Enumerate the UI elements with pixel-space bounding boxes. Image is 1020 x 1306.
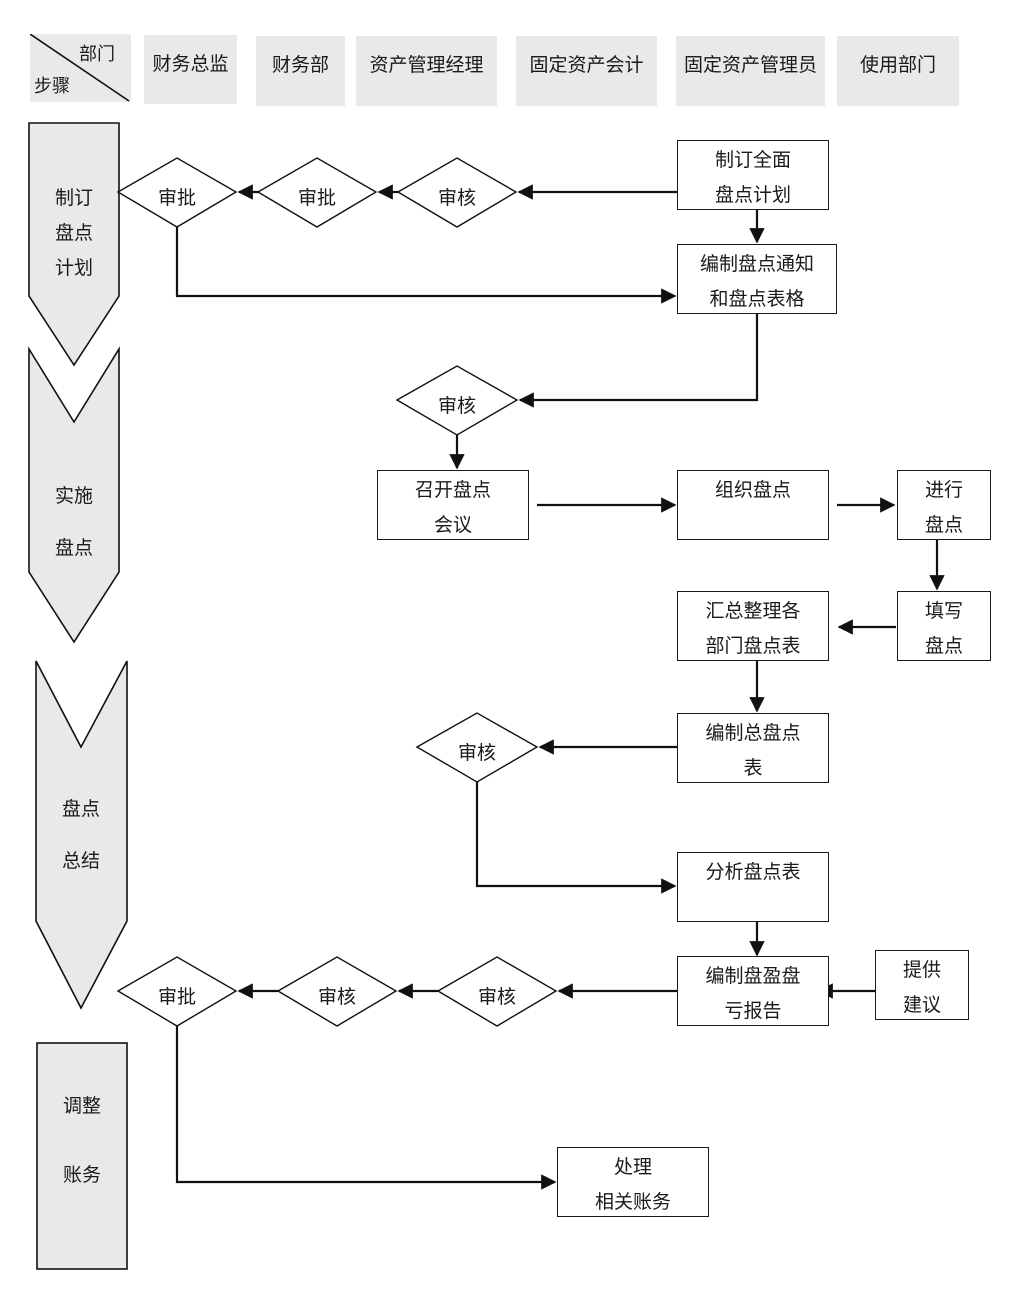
decision-report-approve-cfo [116,956,238,1027]
header-step-label: 步骤 [34,76,70,97]
box-line: 部门盘点表 [705,635,801,657]
process-total-sheet: 编制总盘点 表 [677,713,829,783]
stage-label-implement: 实施 盘点 [34,470,114,574]
stage-label-line: 账务 [62,1164,101,1186]
box-line: 处理 [613,1156,652,1178]
box-line: 制订全面 [714,149,791,171]
column-header-user-dept: 使用部门 [837,36,959,106]
corner-diagonal-divider [30,34,130,102]
decision-plan-review-mgr [396,157,518,228]
box-line: 填写 [924,600,963,622]
stage-label-line: 盘点 [54,222,93,244]
stage-label-line: 实施 [54,485,93,507]
box-line: 表 [743,757,763,779]
stage-label-line: 制订 [54,187,93,209]
decision-label: 审批 [157,986,196,1008]
box-line: 相关账务 [594,1191,671,1213]
box-line: 编制盘盈盘 [705,965,801,987]
decision-label: 审批 [157,187,196,209]
column-header-asset-accountant: 固定资产会计 [516,36,657,106]
arrow-approve-to-notice [175,227,677,304]
process-notice-forms: 编制盘点通知 和盘点表格 [677,244,837,314]
column-header-asset-manager: 资产管理经理 [356,36,497,106]
decision-plan-approve-fin [256,157,378,228]
decision-label: 审核 [477,986,516,1008]
stage-label-line: 盘点 [61,798,100,820]
decision-report-review-fin [276,956,398,1027]
column-header-asset-admin: 固定资产管理员 [676,36,825,106]
box-line: 分析盘点表 [705,861,801,883]
process-make-plan: 制订全面 盘点计划 [677,140,829,210]
box-line: 汇总整理各 [705,600,801,622]
stage-label-summary: 盘点 总结 [41,783,121,887]
box-line: 盘点计划 [714,184,791,206]
decision-label: 审核 [457,742,496,764]
box-line: 召开盘点 [414,479,491,501]
process-fill-in: 填写 盘点 [897,591,991,661]
box-line: 建议 [902,994,941,1016]
stage-arrow-implement [28,346,120,644]
process-meeting: 召开盘点 会议 [377,470,529,540]
arrow-approve-to-process [175,1026,557,1190]
process-summarize-dept: 汇总整理各 部门盘点表 [677,591,829,661]
stage-label-adjust: 调整 账务 [42,1072,122,1210]
box-line: 盘点 [924,635,963,657]
box-line: 进行 [924,479,963,501]
arrow-review-to-analyze [475,782,677,894]
process-suggest: 提供 建议 [875,950,969,1020]
box-line: 盘点 [924,514,963,536]
column-header-cfo: 财务总监 [144,35,237,104]
decision-notice-review-mgr [395,365,519,436]
process-conduct: 进行 盘点 [897,470,991,540]
box-line: 亏报告 [724,1000,782,1022]
decision-plan-approve-cfo [116,157,238,228]
stage-box-adjust [36,1042,128,1270]
header-department-label: 部门 [79,44,115,65]
process-handle-accounts: 处理 相关账务 [557,1147,709,1217]
box-line: 编制盘点通知 [699,253,814,275]
decision-report-review-mgr [436,956,558,1027]
stage-label-line: 调整 [62,1095,101,1117]
process-analyze: 分析盘点表 [677,852,829,922]
box-line: 编制总盘点 [705,722,801,744]
stage-label-line: 总结 [61,850,100,872]
box-line: 提供 [902,959,941,981]
decision-total-review-mgr [415,712,539,783]
process-report: 编制盘盈盘 亏报告 [677,956,829,1026]
arrow-notice-to-review [518,314,759,408]
decision-label: 审核 [437,187,476,209]
box-line: 会议 [433,514,472,536]
stage-arrow-plan [28,122,120,367]
stage-label-line: 计划 [54,257,93,279]
stage-label-line: 盘点 [54,537,93,559]
header-corner-cell: 部门 步骤 [30,34,131,102]
decision-label: 审批 [297,187,336,209]
stage-label-plan: 制订 盘点 计划 [34,181,114,286]
stage-arrow-summary [35,660,128,1010]
box-line: 和盘点表格 [709,288,805,310]
column-header-finance: 财务部 [256,36,345,106]
decision-label: 审核 [317,986,356,1008]
decision-label: 审核 [437,395,476,417]
process-organize: 组织盘点 [677,470,829,540]
box-line: 组织盘点 [714,479,791,501]
